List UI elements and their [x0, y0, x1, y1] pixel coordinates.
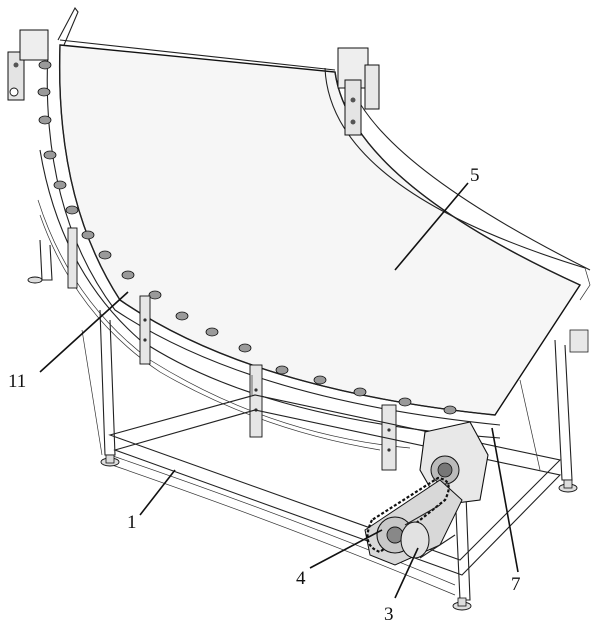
- roller-row: [37, 60, 457, 415]
- label-4: 4: [296, 568, 306, 589]
- top-end-tab: [57, 6, 79, 46]
- belt-surface: [58, 44, 582, 416]
- leader-7: [491, 427, 519, 573]
- feet: [27, 276, 578, 611]
- leader-3: [394, 547, 419, 599]
- label-7: 7: [511, 574, 521, 595]
- right-top-bracket: [337, 47, 380, 136]
- top-edge-line: [59, 39, 336, 71]
- left-top-bracket: [7, 29, 49, 101]
- drive-unit: [364, 421, 489, 566]
- leader-1: [139, 469, 176, 516]
- support-frame: [39, 239, 573, 601]
- leader-4: [309, 529, 383, 569]
- label-11: 11: [8, 371, 26, 392]
- leader-5: [394, 182, 469, 271]
- label-1: 1: [127, 512, 137, 533]
- side-plates: [67, 227, 397, 471]
- label-3: 3: [384, 604, 394, 625]
- leader-11: [39, 291, 129, 373]
- label-5: 5: [470, 165, 480, 186]
